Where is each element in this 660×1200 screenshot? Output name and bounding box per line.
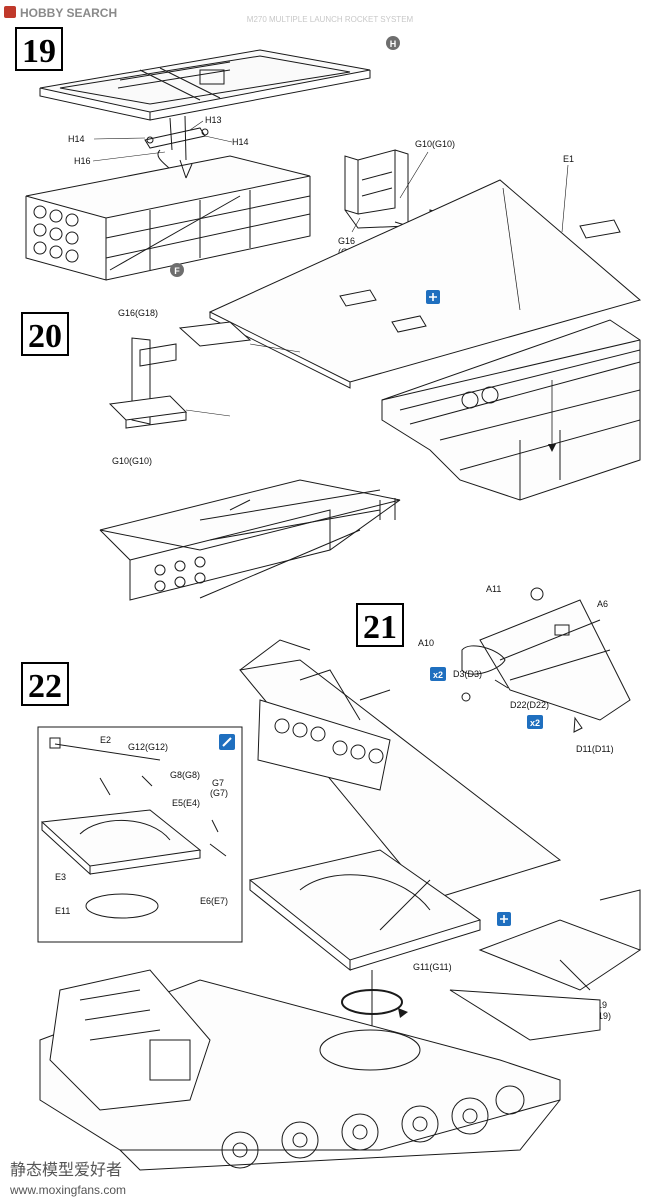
label-a10: A10 — [418, 638, 434, 648]
label-g8: G8(G8) — [170, 770, 200, 780]
leader-e1-down — [502, 187, 521, 311]
label-h13: H13 — [205, 115, 222, 125]
label-e5: E5(E4) — [172, 798, 200, 808]
leader-lines-19b — [351, 151, 429, 233]
step-19: 19 H H14 H13 H14 H16 — [15, 27, 574, 283]
label-d22: D22(D22) — [510, 700, 549, 710]
step-20: 20 G16(G18) G10(G10) — [21, 308, 641, 601]
label-g16g18-step20: G16(G18) — [118, 308, 158, 318]
assembled-pod-step20 — [99, 479, 401, 601]
marker-f-letter: F — [174, 266, 180, 276]
x2-label-d3: x2 — [433, 670, 443, 680]
step-20-box — [21, 312, 69, 356]
label-g7-paren: (G7) — [210, 788, 228, 798]
faint-header: M270 MULTIPLE LAUNCH ROCKET SYSTEM — [247, 15, 414, 24]
label-g11: G11(G11) — [413, 962, 452, 972]
x2-badge-d22: x2 — [527, 715, 543, 729]
watermark-url: www.moxingfans.com — [9, 1183, 126, 1197]
label-h14-left: H14 — [68, 134, 85, 144]
label-e1: E1 — [563, 154, 574, 164]
step-21-number: 21 — [363, 609, 397, 646]
leader-20b — [185, 409, 231, 417]
step-19-box — [15, 27, 63, 71]
label-d3: D3(D3) — [453, 669, 482, 679]
arrow-head-20 — [548, 444, 556, 452]
launcher-body-step20 — [381, 319, 641, 501]
vehicle-hull — [39, 969, 601, 1171]
turntable-base — [248, 849, 482, 972]
bracket-g10-g16 — [344, 149, 409, 229]
label-e3: E3 — [55, 872, 66, 882]
leader-20a — [249, 343, 301, 353]
frame-part-h — [39, 49, 371, 121]
step-21: 21 A11 A6 A10 D3(D3) D22(D22) D11(D11) x… — [356, 584, 631, 754]
x2-badge-d3: x2 — [430, 667, 446, 681]
label-g10g10-step20: G10(G10) — [112, 456, 152, 466]
marker-f: F — [170, 263, 184, 277]
step-20-number: 20 — [28, 318, 62, 355]
label-g10-step19: G10(G10) — [415, 139, 455, 149]
label-h14-right: H14 — [232, 137, 249, 147]
step-22-number: 22 — [28, 668, 62, 705]
marker-h: H — [386, 36, 400, 50]
x2-label-d22: x2 — [530, 718, 540, 728]
label-e2: E2 — [100, 735, 111, 745]
launcher-pod-raised — [239, 639, 562, 901]
label-g12: G12(G12) — [128, 742, 168, 752]
hobby-search-watermark: HOBBY SEARCH — [4, 6, 117, 20]
label-e6: E6(E7) — [200, 896, 228, 906]
marker-h-letter: H — [390, 39, 397, 49]
rotate-badge-step20 — [426, 290, 440, 304]
step-22-box — [21, 662, 69, 706]
watermark-brand: HOBBY SEARCH — [20, 6, 117, 20]
watermark-cn: 静态模型爱好者 — [10, 1161, 122, 1179]
step-22: 22 E2 G12(G12) G8(G8) G7 (G7) E5(E4) E3 … — [21, 639, 642, 1171]
rocket-pod-f — [25, 155, 311, 281]
leader-lines-19 — [92, 120, 233, 162]
inset-turntable — [40, 737, 227, 919]
glue-badge — [219, 734, 235, 750]
rotate-badge-step22 — [497, 912, 511, 926]
label-d11: D11(D11) — [576, 744, 614, 754]
label-a11: A11 — [486, 584, 501, 594]
deck-plate-e1 — [208, 179, 642, 389]
step-19-number: 19 — [22, 33, 56, 70]
leader-e1 — [561, 164, 569, 233]
side-cradle — [478, 889, 642, 991]
label-e11: E11 — [55, 906, 70, 916]
step-21-box — [356, 603, 404, 647]
bracket-g16-g10 — [108, 321, 252, 429]
label-g16-step19: G16 — [338, 236, 355, 246]
mount-part-a6 — [461, 587, 631, 733]
bottom-watermark: 静态模型爱好者 www.moxingfans.com — [9, 1161, 126, 1197]
label-a6: A6 — [597, 599, 608, 609]
label-g7: G7 — [212, 778, 224, 788]
label-h16: H16 — [74, 156, 91, 166]
